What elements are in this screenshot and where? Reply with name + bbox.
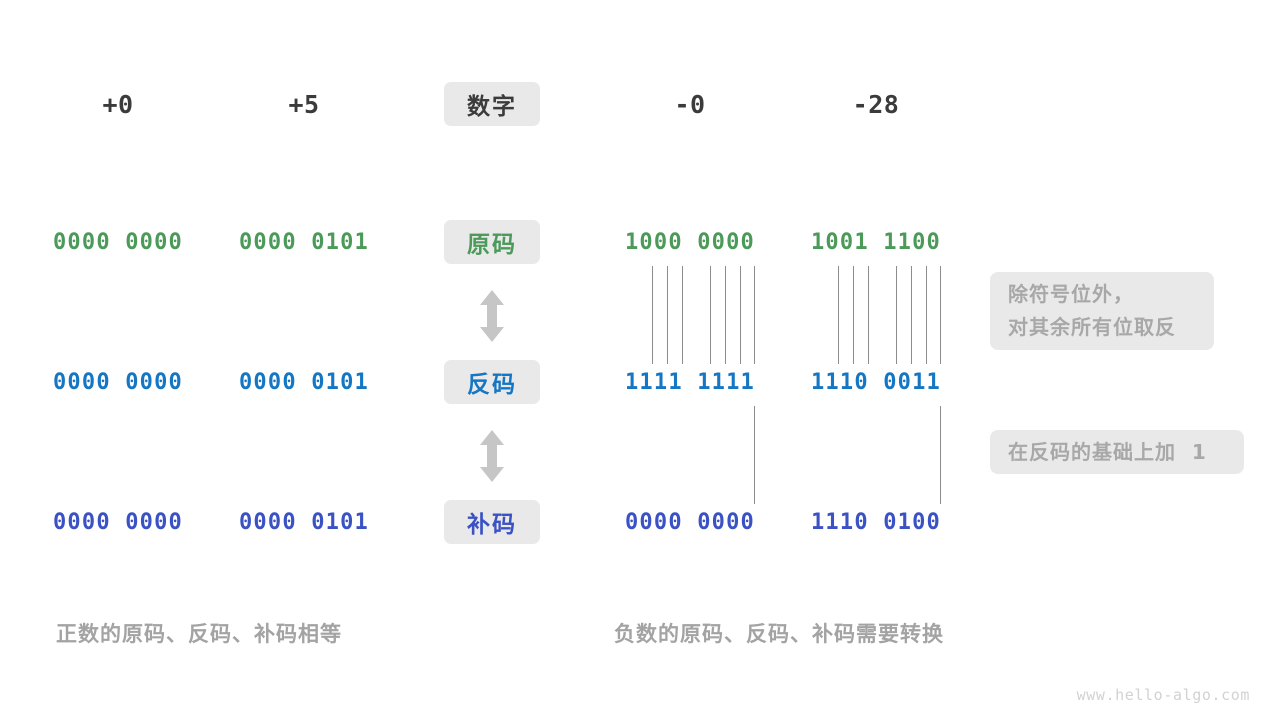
column-header-minus-twentyeight: -28 — [852, 89, 900, 119]
annotation-line: 在反码的基础上加 1 — [1008, 439, 1207, 464]
double-arrow-vertical-icon — [477, 430, 507, 486]
bit-connector-line — [838, 266, 839, 364]
bit-connector-line — [896, 266, 897, 364]
caption-positive: 正数的原码、反码、补码相等 — [56, 622, 342, 646]
bit-connector-line — [911, 266, 912, 364]
bit-connector-line — [754, 266, 755, 364]
bit-connector-line — [740, 266, 741, 364]
value-buma-minus-twentyeight: 1110 0100 — [810, 509, 941, 535]
double-arrow-vertical-icon — [477, 290, 507, 346]
annotation-invert-bits: 除符号位外， 对其余所有位取反 — [990, 272, 1214, 350]
bit-connector-line — [710, 266, 711, 364]
watermark: www.hello-algo.com — [1076, 686, 1250, 704]
value-fanma-plus-five: 0000 0101 — [238, 369, 369, 395]
value-buma-plus-five: 0000 0101 — [238, 509, 369, 535]
value-yuanma-minus-zero: 1000 0000 — [624, 229, 755, 255]
value-fanma-minus-twentyeight: 1110 0011 — [810, 369, 941, 395]
value-buma-minus-zero: 0000 0000 — [624, 509, 755, 535]
row-label-buma: 补码 — [444, 500, 540, 544]
column-header-number-badge: 数字 — [444, 82, 540, 126]
column-header-minus-zero: -0 — [674, 89, 706, 119]
bit-connector-line — [667, 266, 668, 364]
value-yuanma-plus-zero: 0000 0000 — [52, 229, 183, 255]
caption-negative: 负数的原码、反码、补码需要转换 — [614, 622, 944, 646]
bit-connector-line — [940, 266, 941, 364]
value-yuanma-minus-twentyeight: 1001 1100 — [810, 229, 941, 255]
bit-connector-line — [652, 266, 653, 364]
column-header-plus-five: +5 — [288, 89, 320, 119]
annotation-line: 除符号位外， — [1008, 282, 1134, 306]
value-yuanma-plus-five: 0000 0101 — [238, 229, 369, 255]
row-label-fanma: 反码 — [444, 360, 540, 404]
value-buma-plus-zero: 0000 0000 — [52, 509, 183, 535]
bit-connector-line — [682, 266, 683, 364]
annotation-line: 对其余所有位取反 — [1008, 315, 1176, 339]
row-label-yuanma: 原码 — [444, 220, 540, 264]
carry-connector-line — [940, 406, 941, 504]
column-header-plus-zero: +0 — [102, 89, 134, 119]
carry-connector-line — [754, 406, 755, 504]
value-fanma-plus-zero: 0000 0000 — [52, 369, 183, 395]
bit-connector-line — [853, 266, 854, 364]
bit-connector-line — [926, 266, 927, 364]
annotation-add-one: 在反码的基础上加 1 — [990, 430, 1244, 474]
value-fanma-minus-zero: 1111 1111 — [624, 369, 755, 395]
bit-connector-line — [725, 266, 726, 364]
bit-connector-line — [868, 266, 869, 364]
